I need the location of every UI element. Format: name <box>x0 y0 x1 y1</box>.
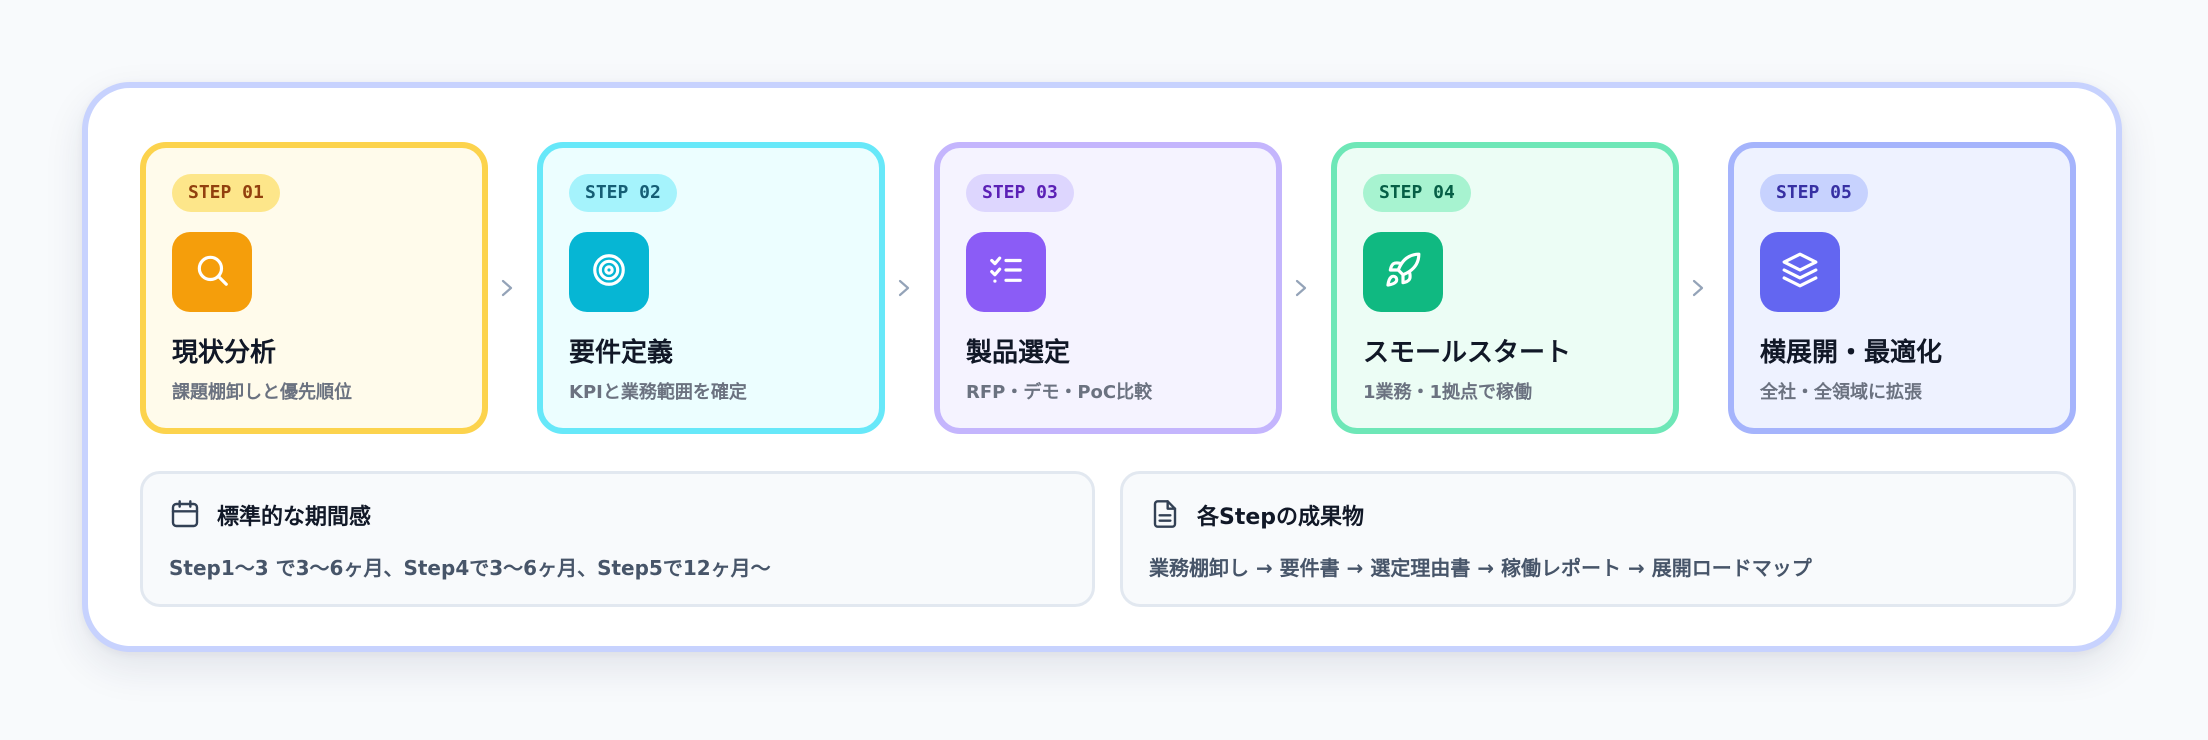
step-description: KPIと業務範囲を確定 <box>569 382 747 403</box>
step-icon-box <box>966 232 1046 312</box>
step-card-04: STEP 04 スモールスタート 1業務・1拠点で稼働 <box>1331 142 1679 434</box>
step-badge: STEP 04 <box>1363 174 1471 212</box>
document-icon <box>1149 498 1181 530</box>
chevron-right-icon <box>1691 274 1705 302</box>
step-description: 課題棚卸しと優先順位 <box>172 382 352 403</box>
info-title: 各Stepの成果物 <box>1197 505 1365 530</box>
info-card-duration: 標準的な期間感 Step1〜3 で3〜6ヶ月、Step4で3〜6ヶ月、Step5… <box>140 471 1095 607</box>
step-badge: STEP 05 <box>1760 174 1868 212</box>
calendar-icon <box>169 498 201 530</box>
step-card-01: STEP 01 現状分析 課題棚卸しと優先順位 <box>140 142 488 434</box>
info-text: Step1〜3 で3〜6ヶ月、Step4で3〜6ヶ月、Step5で12ヶ月〜 <box>169 556 771 580</box>
info-text: 業務棚卸し → 要件書 → 選定理由書 → 稼働レポート → 展開ロードマップ <box>1149 556 1812 580</box>
step-icon-box <box>569 232 649 312</box>
rocket-icon <box>1384 251 1422 293</box>
step-icon-box <box>172 232 252 312</box>
step-card-03: STEP 03 製品選定 RFP・デモ・PoC比較 <box>934 142 1282 434</box>
step-description: RFP・デモ・PoC比較 <box>966 382 1153 403</box>
layers-icon <box>1781 251 1819 293</box>
info-title: 標準的な期間感 <box>217 505 372 530</box>
chevron-right-icon <box>1294 274 1308 302</box>
step-card-05: STEP 05 横展開・最適化 全社・全領域に拡張 <box>1728 142 2076 434</box>
chevron-right-icon <box>897 274 911 302</box>
target-icon <box>590 251 628 293</box>
step-card-02: STEP 02 要件定義 KPIと業務範囲を確定 <box>537 142 885 434</box>
step-description: 1業務・1拠点で稼働 <box>1363 382 1533 403</box>
step-badge: STEP 02 <box>569 174 677 212</box>
step-title: スモールスタート <box>1363 338 1572 368</box>
step-icon-box <box>1760 232 1840 312</box>
search-icon <box>193 251 231 293</box>
step-title: 製品選定 <box>966 338 1071 368</box>
checklist-icon <box>987 251 1025 293</box>
step-icon-box <box>1363 232 1443 312</box>
roadmap-panel: STEP 01 現状分析 課題棚卸しと優先順位 STEP 02 <box>82 82 2122 652</box>
chevron-right-icon <box>500 274 514 302</box>
step-badge: STEP 03 <box>966 174 1074 212</box>
step-description: 全社・全領域に拡張 <box>1760 382 1922 403</box>
step-title: 現状分析 <box>172 338 277 368</box>
step-title: 要件定義 <box>569 338 674 368</box>
step-badge: STEP 01 <box>172 174 280 212</box>
step-title: 横展開・最適化 <box>1760 338 1943 368</box>
info-card-deliverables: 各Stepの成果物 業務棚卸し → 要件書 → 選定理由書 → 稼働レポート →… <box>1120 471 2076 607</box>
